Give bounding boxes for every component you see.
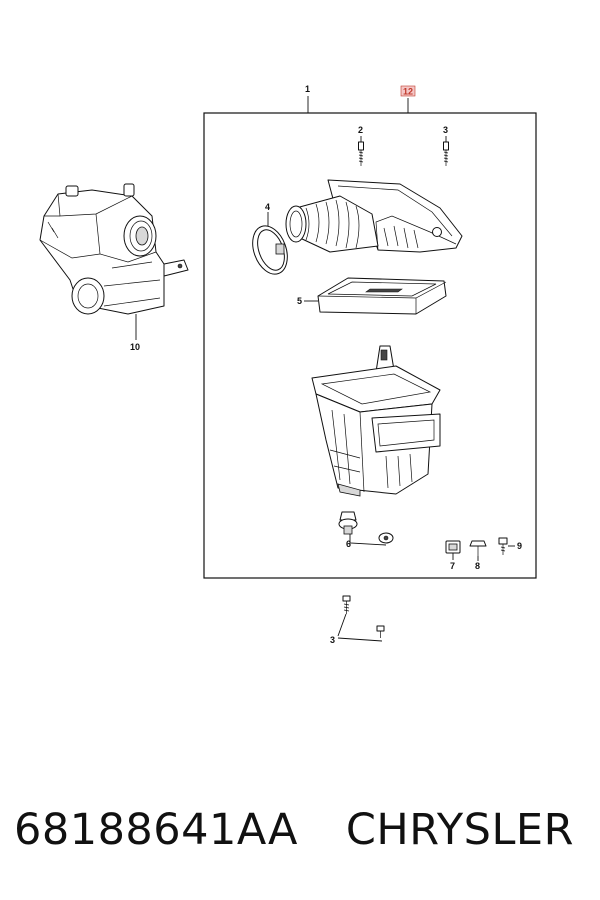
part-3-bolt-bottom-b[interactable]: [376, 625, 385, 638]
part-4-hose-clamp[interactable]: [246, 221, 293, 279]
callout-12[interactable]: 12: [403, 87, 413, 97]
part-9-screw[interactable]: [498, 537, 508, 555]
part-3-bolt-top[interactable]: [443, 136, 449, 166]
part-1-air-cleaner-cover[interactable]: [285, 179, 463, 253]
part-2-bolt[interactable]: [358, 136, 364, 166]
brand-name: CHRYSLER: [345, 805, 574, 855]
callout-6[interactable]: 6: [346, 539, 351, 549]
callout-9[interactable]: 9: [517, 541, 522, 551]
callout-8[interactable]: 8: [475, 561, 480, 571]
callout-3-bottom[interactable]: 3: [330, 635, 335, 645]
callout-5[interactable]: 5: [297, 296, 302, 306]
part-3-bolt-bottom-a[interactable]: [342, 595, 351, 614]
callout-3-top[interactable]: 3: [443, 125, 448, 135]
callout-2[interactable]: 2: [358, 125, 363, 135]
part-number: 68188641AA: [14, 805, 298, 855]
part-10-air-cleaner-assembly[interactable]: [39, 183, 189, 315]
part-8-fastener[interactable]: [469, 540, 487, 556]
part-caption: 68188641AA CHRYSLER: [14, 800, 594, 860]
part-7-clip[interactable]: [445, 540, 461, 554]
callout-1[interactable]: 1: [305, 84, 310, 94]
callout-12-highlight: [400, 85, 416, 97]
assembly-frame: [203, 112, 537, 579]
callout-4[interactable]: 4: [265, 202, 270, 212]
callout-10[interactable]: 10: [130, 342, 140, 352]
part-6-grommet[interactable]: [338, 511, 394, 544]
part-5-air-filter[interactable]: [317, 277, 447, 315]
lower-air-cleaner-housing[interactable]: [311, 345, 441, 497]
callout-7[interactable]: 7: [450, 561, 455, 571]
